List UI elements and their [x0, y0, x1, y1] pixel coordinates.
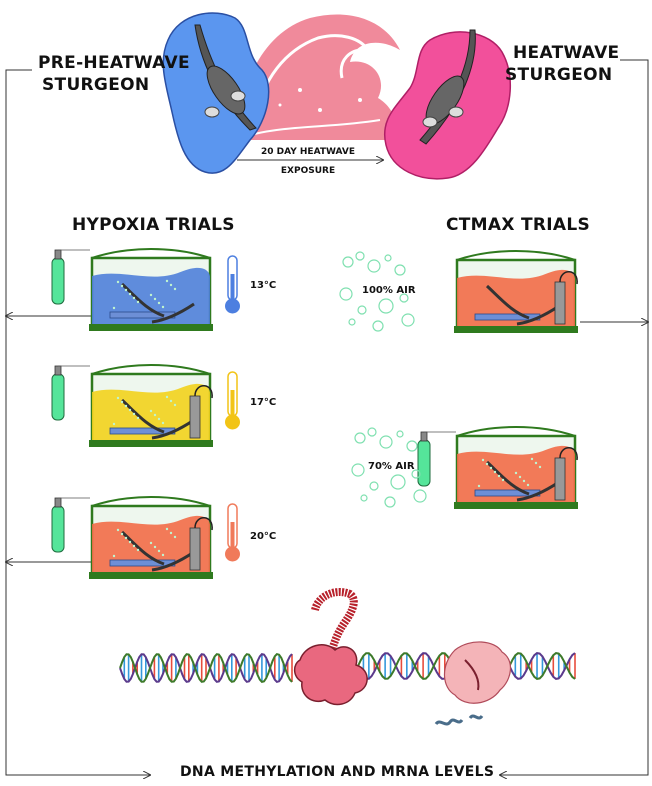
- rna-polymerase-icon: [293, 588, 368, 706]
- hypoxia-temp-17: 17°C: [250, 397, 277, 408]
- hypoxia-tanks: [51, 248, 240, 579]
- hypoxia-tank: [89, 248, 213, 331]
- gas-cylinder-icon: [51, 249, 90, 305]
- hypoxia-trials-title: HYPOXIA TRIALS: [72, 215, 235, 235]
- heatwave-label: HEATWAVE STURGEON: [505, 42, 619, 86]
- exposure-label-line2: EXPOSURE: [280, 166, 336, 176]
- ctmax-tank: [454, 426, 578, 509]
- thermometer-icon: [225, 371, 240, 430]
- pre-heatwave-label-line1: PRE-HEATWAVE: [38, 53, 190, 73]
- gas-cylinder-icon: [51, 497, 90, 553]
- heatwave-label-line2: STURGEON: [505, 65, 613, 85]
- ctmax-tank: [454, 250, 578, 333]
- dna-strand-left: [119, 652, 293, 684]
- flow-lines: [6, 59, 648, 775]
- heatwave-wave-illustration: [240, 14, 400, 140]
- gas-cylinder-icon: [417, 431, 456, 487]
- exposure-label-line1: 20 DAY HEATWAVE: [261, 147, 355, 157]
- pre-heatwave-label-line2: STURGEON: [42, 75, 150, 95]
- gas-cylinder-icon: [51, 365, 90, 421]
- pre-heatwave-sturgeon-icon: [194, 24, 257, 131]
- hypoxia-temp-20: 20°C: [250, 531, 277, 542]
- hypoxia-tank: [89, 496, 213, 579]
- mrna-fragments-icon: [434, 714, 484, 726]
- ctmax-air-100: 100% AIR: [362, 285, 416, 296]
- heatwave-sturgeon-icon: [419, 29, 476, 145]
- air-bubbles-icon: [339, 251, 415, 332]
- ctmax-air-70: 70% AIR: [368, 461, 415, 472]
- exposure-label: 20 DAY HEATWAVE EXPOSURE: [248, 146, 368, 178]
- ribosome-icon: [443, 641, 511, 704]
- thermometer-icon: [225, 503, 240, 562]
- thermometer-icon: [225, 255, 240, 314]
- ctmax-tanks: [339, 250, 578, 509]
- footer-label: DNA METHYLATION AND MRNA LEVELS: [180, 764, 495, 780]
- heatwave-label-line1: HEATWAVE: [513, 43, 620, 63]
- ctmax-trials-title: CTMAX TRIALS: [446, 215, 591, 235]
- hypoxia-temp-13: 13°C: [250, 280, 277, 291]
- air-bubbles-icon: [351, 427, 427, 508]
- pre-heatwave-label: PRE-HEATWAVE STURGEON: [38, 52, 190, 96]
- hypoxia-tank: [89, 364, 213, 447]
